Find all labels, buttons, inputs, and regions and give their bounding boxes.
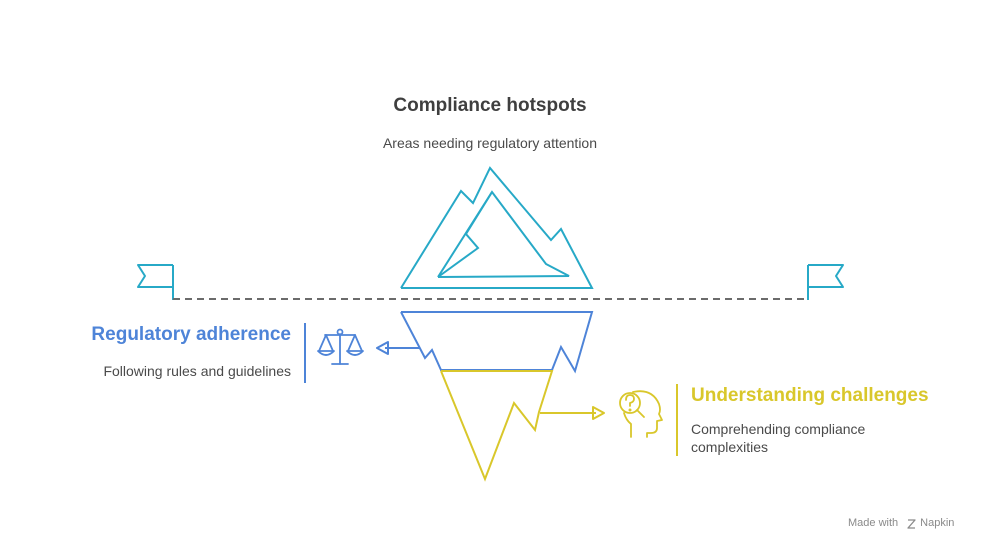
watermark-text: Made with bbox=[848, 517, 899, 529]
scales-icon bbox=[317, 328, 364, 365]
right-flag-icon bbox=[807, 264, 844, 300]
right-connector-arrow bbox=[540, 406, 605, 420]
iceberg-bottom bbox=[440, 370, 554, 482]
understanding-challenges-heading: Understanding challenges bbox=[691, 385, 929, 406]
napkin-logo-icon bbox=[907, 519, 916, 529]
left-flag-icon bbox=[137, 264, 174, 300]
left-connector-arrow bbox=[376, 341, 420, 355]
regulatory-adherence-heading: Regulatory adherence bbox=[91, 324, 291, 345]
napkin-watermark[interactable]: Made with Napkin bbox=[848, 517, 954, 529]
head-question-icon bbox=[619, 390, 663, 438]
watermark-brand: Napkin bbox=[920, 517, 955, 529]
understanding-challenges-description: Comprehending compliance complexities bbox=[691, 421, 866, 455]
iceberg-tip bbox=[400, 166, 594, 289]
regulatory-adherence-description: Following rules and guidelines bbox=[103, 363, 291, 379]
diagram-title: Compliance hotspots bbox=[393, 95, 587, 116]
diagram-subtitle: Areas needing regulatory attention bbox=[382, 135, 598, 151]
iceberg-middle bbox=[400, 311, 594, 374]
